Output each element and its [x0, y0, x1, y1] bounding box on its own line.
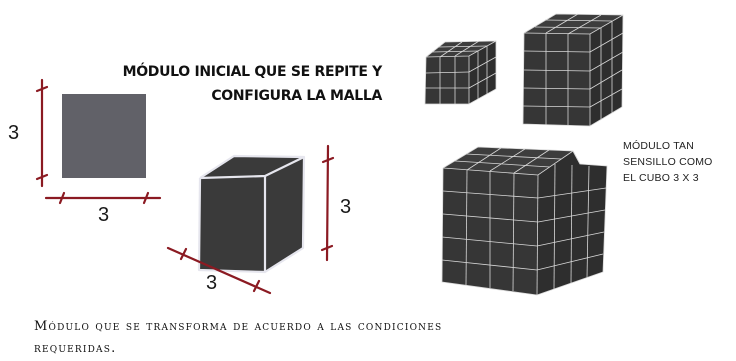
module-cube [197, 154, 306, 274]
mesh-block-large [441, 146, 608, 296]
cube-width-dimension [166, 246, 272, 295]
side-note-line-3: EL CUBO 3 X 3 [623, 172, 699, 184]
caption-line-1: Módulo que se transforma de acuerdo a la… [34, 319, 443, 334]
mesh-block-tall [522, 13, 624, 127]
side-note: MÓDULO TAN SENSILLO COMO EL CUBO 3 X 3 [623, 138, 733, 186]
cube-height-label: 3 [340, 196, 352, 218]
side-note-line-1: MÓDULO TAN [623, 140, 695, 152]
cube-width-label: 3 [206, 272, 218, 294]
heading: MÓDULO INICIAL QUE SE REPITE Y CONFIGURA… [60, 60, 383, 108]
heading-line-2: CONFIGURA LA MALLA [211, 88, 382, 104]
cube-height-dimension [320, 144, 335, 262]
side-note-line-2: SENSILLO COMO [623, 156, 713, 168]
square-height-label: 3 [8, 122, 20, 144]
caption-line-2: requeridas. [34, 341, 117, 356]
square-width-label: 3 [98, 204, 110, 226]
caption: Módulo que se transforma de acuerdo a la… [34, 316, 724, 360]
mesh-cube-small [424, 40, 497, 105]
square-width-dimension [44, 191, 162, 205]
square-height-dimension [35, 78, 49, 188]
heading-line-1: MÓDULO INICIAL QUE SE REPITE Y [122, 64, 383, 80]
module-square [62, 94, 146, 178]
